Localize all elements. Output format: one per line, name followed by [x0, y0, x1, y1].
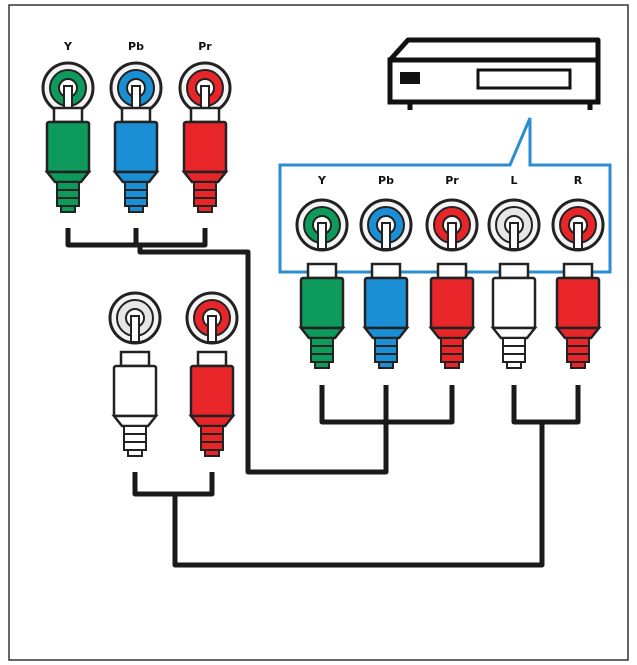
rca-plug-icon — [112, 106, 160, 213]
jack-icon — [109, 61, 163, 115]
connector-tv_connectors.video.0: Y — [41, 40, 95, 213]
connector-label: Pb — [128, 40, 144, 53]
jack-icon — [295, 198, 349, 252]
rca-plug-icon — [428, 262, 476, 369]
jack-icon — [359, 198, 413, 252]
tv-video-connectors: Y Pb Pr — [41, 40, 232, 213]
jack-icon — [41, 61, 95, 115]
cables — [65, 228, 581, 568]
cable-audio-link — [172, 422, 545, 568]
jack-icon — [487, 198, 541, 252]
jack-icon — [108, 291, 162, 345]
connector-device_connectors.4: R — [551, 174, 605, 369]
rca-plug-icon — [490, 262, 538, 369]
jack-icon — [425, 198, 479, 252]
connector-device_connectors.1: Pb — [359, 174, 413, 369]
connector-device_connectors.2: Pr — [425, 174, 479, 369]
rca-plug-icon — [298, 262, 346, 369]
rca-plug-icon — [362, 262, 410, 369]
connector-device_connectors.0: Y — [295, 174, 349, 369]
connector-label: Pr — [445, 174, 459, 187]
rca-plug-icon — [44, 106, 92, 213]
connector-label: L — [510, 174, 517, 187]
jack-icon — [551, 198, 605, 252]
device-connectors: Y Pb Pr L R — [295, 174, 605, 369]
jack-icon — [185, 291, 239, 345]
connector-label: Pb — [378, 174, 394, 187]
connector-label: Y — [317, 174, 327, 187]
connector-label: Pr — [198, 40, 212, 53]
connector-tv_connectors.video.1: Pb — [109, 40, 163, 213]
cable-device-audio-bundle — [511, 385, 581, 425]
connector-tv_connectors.video.2: Pr — [178, 40, 232, 213]
connector-label: R — [574, 174, 583, 187]
connector-tv_connectors.audio.1: R — [185, 291, 239, 457]
connector-device_connectors.3: L — [487, 174, 541, 369]
rca-plug-icon — [181, 106, 229, 213]
connector-tv_connectors.audio.0: L — [108, 291, 162, 457]
rca-plug-icon — [554, 262, 602, 369]
rca-plug-icon — [111, 350, 159, 457]
cable-video-link — [137, 245, 389, 475]
tv-audio-connectors: LR — [108, 291, 239, 457]
jack-icon — [178, 61, 232, 115]
rca-plug-icon — [188, 350, 236, 457]
connector-label: Y — [63, 40, 73, 53]
dvd-player-icon — [387, 37, 601, 110]
